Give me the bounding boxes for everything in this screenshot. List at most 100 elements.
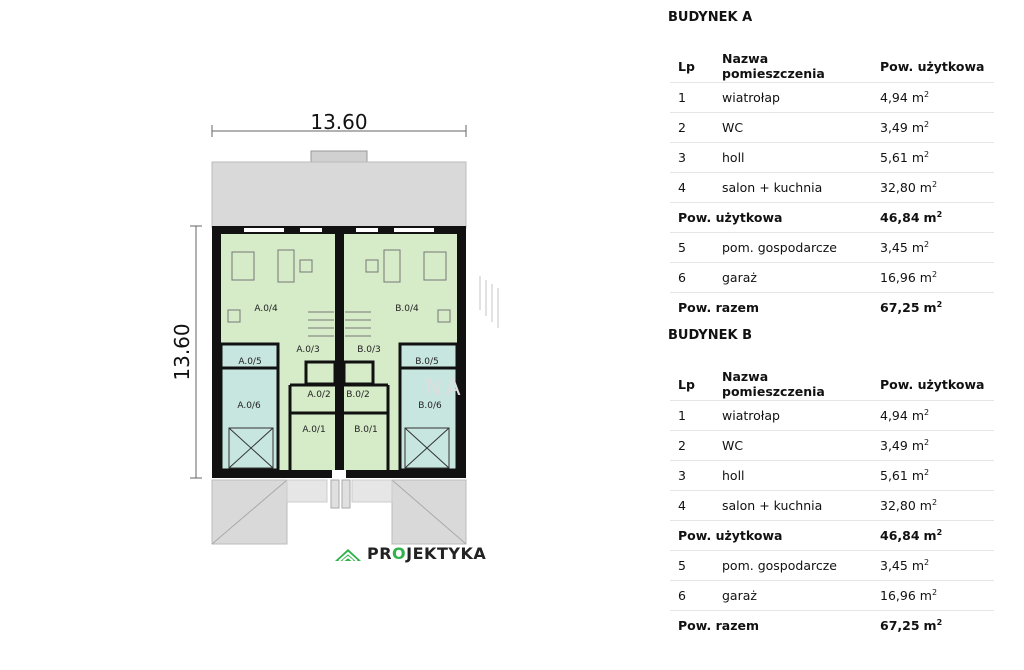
area-value: 3,45 [880, 558, 908, 574]
utility-b [398, 342, 459, 370]
building-a-room-label: A.0/1 [302, 425, 325, 435]
area-unit: m [911, 240, 925, 256]
room-name: garaż [718, 580, 876, 611]
watermark-lines [479, 276, 499, 328]
fence-b [341, 479, 351, 509]
area-unit-exponent: 2 [936, 209, 943, 219]
building-b-room-label: B.0/1 [354, 425, 378, 435]
area-value: 4,94 [880, 408, 908, 424]
area-unit-exponent: 2 [936, 527, 943, 537]
column-header-area: Pow. użytkowa [880, 58, 985, 74]
row-number: 1 [670, 82, 718, 113]
height-dimension [190, 225, 202, 479]
path-a [286, 479, 328, 503]
row-number: 6 [670, 262, 718, 293]
area-unit: m [919, 180, 932, 196]
building-b-title: BUDYNEK B [668, 328, 752, 343]
area-unit: m [911, 558, 925, 574]
row-number: 4 [670, 172, 718, 203]
area-unit: m [911, 408, 925, 424]
summary-label: Pow. razem [670, 610, 876, 640]
area-unit-exponent: 2 [924, 239, 930, 249]
furniture [227, 249, 451, 323]
fence-a [330, 479, 340, 509]
area-unit-exponent: 2 [924, 407, 930, 417]
column-header-lp: Lp [678, 58, 695, 74]
row-number: 4 [670, 490, 718, 521]
area-unit: m [911, 150, 925, 166]
brand-name: PROJEKTYKA [367, 544, 487, 563]
room-name: wiatrołap [718, 400, 876, 431]
row-number: 5 [670, 550, 718, 581]
area-value: 3,45 [880, 240, 908, 256]
area-unit: m [923, 528, 937, 544]
area-value: 32,80 [880, 498, 916, 514]
building-a-room-label: A.0/6 [237, 401, 261, 411]
area-unit-exponent: 2 [924, 437, 930, 447]
room-name: garaż [718, 262, 876, 293]
building-a-room-label: A.0/5 [238, 357, 261, 367]
column-header-area: Pow. użytkowa [880, 376, 985, 392]
building-b-room-label: B.0/2 [346, 390, 370, 400]
height-dimension-label: 13.60 [170, 323, 194, 380]
summary-label: Pow. razem [670, 292, 876, 322]
utility-a [219, 342, 280, 370]
room-name: holl [718, 142, 876, 173]
room-name: salon + kuchnia [718, 172, 876, 203]
room-name: WC [718, 430, 876, 461]
building-b-room-label: B.0/6 [418, 401, 442, 411]
area-unit: m [911, 438, 925, 454]
row-number: 1 [670, 400, 718, 431]
area-unit-exponent: 2 [931, 497, 938, 507]
building-b-room-label: B.0/3 [357, 345, 381, 355]
area-unit-exponent: 2 [931, 269, 938, 279]
area-unit: m [919, 498, 932, 514]
area-unit: m [911, 90, 925, 106]
building-b-room-label: B.0/5 [415, 357, 439, 367]
building-a-room-label: A.0/4 [254, 304, 278, 314]
area-value: 67,25 [880, 300, 920, 316]
area-value: 16,96 [880, 270, 916, 286]
width-dimension [211, 125, 467, 137]
summary-label: Pow. użytkowa [670, 520, 876, 551]
watermark: NA [425, 376, 465, 401]
column-header-lp: Lp [678, 376, 695, 392]
room-name: pom. gospodarcze [718, 550, 876, 581]
area-value: 5,61 [880, 150, 908, 166]
area-unit: m [919, 588, 932, 604]
building-a-room-label: A.0/2 [307, 390, 330, 400]
row-number: 3 [670, 142, 718, 173]
room-name: salon + kuchnia [718, 490, 876, 521]
width-dimension-label: 13.60 [310, 110, 367, 134]
area-value: 5,61 [880, 468, 908, 484]
area-value: 46,84 [880, 528, 920, 544]
row-number: 5 [670, 232, 718, 263]
area-unit-exponent: 2 [936, 299, 943, 309]
stairs [308, 311, 371, 337]
area-unit: m [923, 300, 937, 316]
area-unit: m [911, 120, 925, 136]
brand-mark-icon [335, 548, 361, 562]
row-number: 3 [670, 460, 718, 491]
area-unit: m [923, 210, 937, 226]
